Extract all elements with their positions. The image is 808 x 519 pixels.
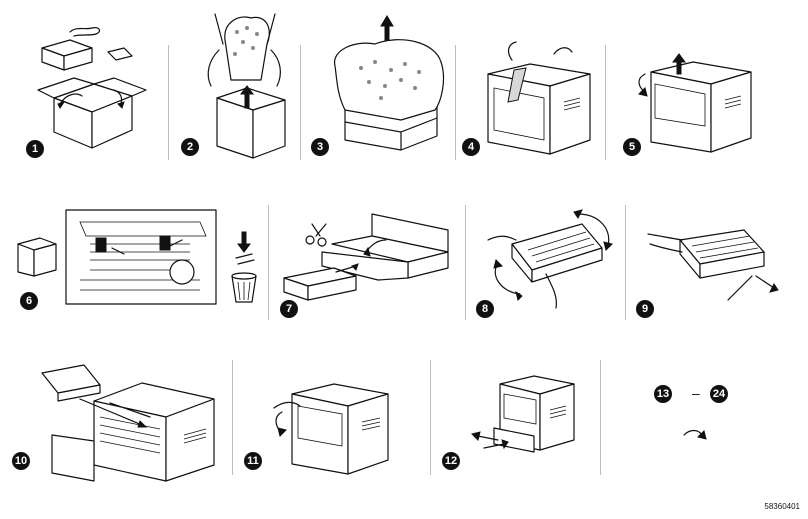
step-10-panel: 10 — [10, 355, 230, 490]
divider — [268, 205, 269, 320]
divider — [465, 205, 466, 320]
step-number-badge: 3 — [311, 138, 329, 156]
step-8-panel: 8 — [472, 200, 624, 330]
step-number-badge: 9 — [636, 300, 654, 318]
divider — [168, 45, 169, 160]
divider — [625, 205, 626, 320]
step-12-panel: 12 — [438, 370, 598, 490]
step-1-panel: 1 — [20, 20, 160, 170]
step-number-badge: 11 — [244, 452, 262, 470]
step-number-badge: 10 — [12, 452, 30, 470]
step-number-badge: 5 — [623, 138, 641, 156]
open-paper-tray-illustration — [438, 370, 598, 490]
step-3-panel: 3 — [305, 10, 455, 170]
divider — [300, 45, 301, 160]
step-11-panel: 11 — [240, 370, 425, 490]
step-number-badge: 7 — [280, 300, 298, 318]
step-number-badge: 8 — [476, 300, 494, 318]
step-number-badge: 4 — [462, 138, 480, 156]
continue-steps-panel: 13 – 24 — [640, 375, 760, 455]
step-6-panel: 6 — [10, 200, 265, 330]
divider — [430, 360, 431, 475]
step-7-panel: 7 — [272, 200, 464, 330]
divider — [455, 45, 456, 160]
remove-tape-illustration — [460, 30, 605, 170]
document-code: 58360401 — [764, 502, 800, 511]
step-5-panel: 5 — [615, 30, 760, 170]
step-2-panel: 2 — [175, 10, 295, 170]
step-number-badge: 12 — [442, 452, 460, 470]
divider — [232, 360, 233, 475]
remove-packing-pieces-illustration — [10, 200, 265, 330]
unpack-toner-illustration — [272, 200, 464, 330]
pull-sealing-tape-illustration — [632, 200, 792, 330]
close-front-cover-illustration — [240, 370, 425, 490]
step-9-panel: 9 — [632, 200, 792, 330]
step-number-badge: 6 — [20, 292, 38, 310]
turn-page-arrow-icon — [640, 375, 760, 455]
step-4-panel: 4 — [460, 30, 605, 170]
step-number-badge: 1 — [26, 140, 44, 158]
insert-toner-illustration — [10, 355, 230, 490]
rock-toner-illustration — [472, 200, 624, 330]
divider — [600, 360, 601, 475]
divider — [605, 45, 606, 160]
step-number-badge: 2 — [181, 138, 199, 156]
